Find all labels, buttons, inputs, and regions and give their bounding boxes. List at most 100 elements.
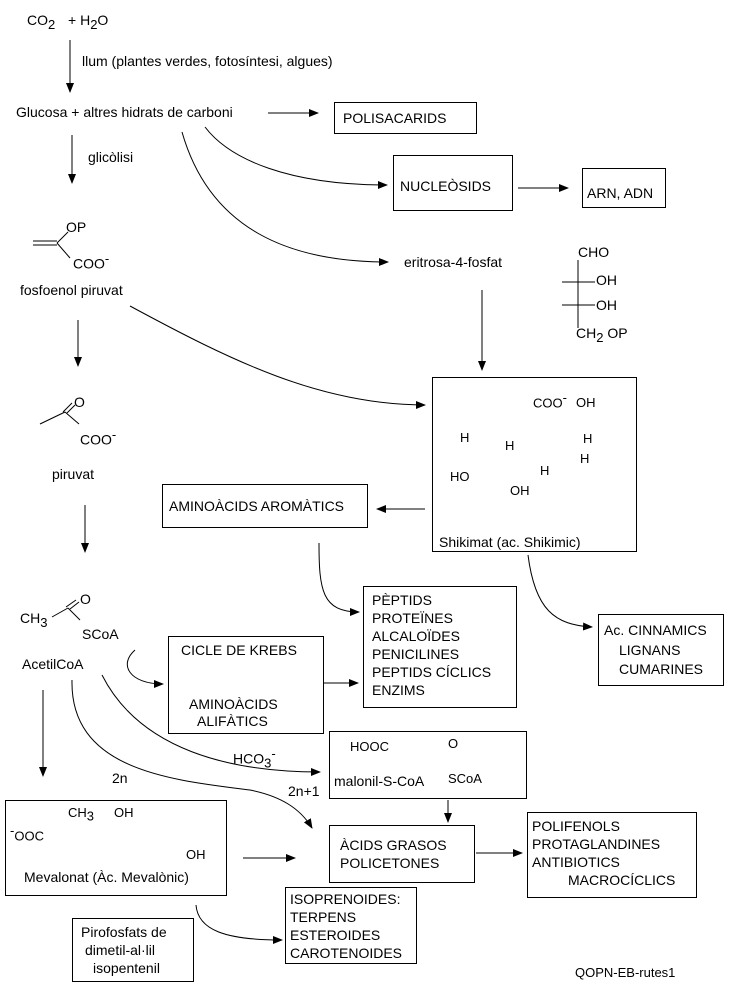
curve-acetil-krebs: [126, 649, 164, 688]
pyruvate-coo: COO-: [80, 427, 117, 448]
peptids-box: PÈPTIDS PROTEÏNES ALCALOÏDES PENICILINES…: [363, 586, 517, 708]
curve-pep-shikimat: [129, 305, 426, 409]
nucleosids-label: NUCLEÒSIDS: [400, 178, 492, 194]
malonil-hooc: HOOC: [350, 739, 389, 754]
h2o-label: + H2O: [68, 12, 109, 32]
curve-acetil-acids: [71, 679, 313, 829]
eritrosa-label: eritrosa-4-fosfat: [404, 254, 503, 270]
curve-glucosa-nucleosids: [204, 126, 388, 189]
acids-line-1: POLICETONES: [340, 855, 440, 871]
footer-label: QOPN-EB-rutes1: [575, 965, 676, 980]
shik-h1: H: [460, 430, 470, 445]
polifenols-line-0: POLIFENOLS: [532, 818, 620, 834]
mev-ch3: CH3: [68, 805, 95, 824]
pep-coo: COO-: [73, 251, 110, 272]
pep-op: OP: [66, 219, 87, 235]
malonil-o: O: [448, 736, 459, 751]
pirofosfats-line-0: Pirofosfats de: [81, 924, 167, 940]
mevalonat-box: -OOC CH3 OH OH Mevalonat (Àc. Mevalònic): [5, 800, 227, 896]
two-n1-label: 2n+1: [288, 783, 320, 799]
cinnamics-line-0: Ac. CINNAMICS: [604, 622, 707, 638]
peptids-line-5: ENZIMS: [372, 682, 425, 698]
curve-mevalonat-isoprenoides: [195, 904, 283, 944]
polifenols-line-3: MACROCÍCLICS: [568, 872, 676, 888]
krebs-line-1: ALIFÀTICS: [197, 713, 268, 729]
acoa-ch3: CH3: [20, 610, 48, 630]
malonil-scoa: SCoA: [448, 771, 482, 786]
nucleosids-box: NUCLEÒSIDS: [393, 155, 513, 211]
krebs-line-0: AMINOÀCIDS: [189, 696, 278, 712]
acetylcoa-structure: [51, 599, 81, 621]
acoa-scoa: SCoA: [82, 626, 119, 642]
hco3-label: HCO3-: [233, 746, 276, 771]
shik-h4: H: [580, 451, 590, 466]
curve-glucosa-eritrosa: [181, 131, 389, 266]
mev-oh2: OH: [186, 847, 206, 862]
cinnamics-line-1: LIGNANS: [619, 642, 681, 658]
shik-h3: H: [583, 431, 593, 446]
cinnamics-box: Ac. CINNAMICS LIGNANS CUMARINES: [598, 614, 724, 686]
polifenols-box: POLIFENOLS PROTAGLANDINES ANTIBIOTICS MA…: [527, 812, 697, 898]
acids-line-0: ÀCIDS GRASOS: [340, 837, 447, 853]
arn-adn-box: ARN, ADN: [582, 168, 666, 208]
e4p-cho: CHO: [578, 244, 610, 260]
shik-coo: COO-: [533, 390, 567, 411]
pirofosfats-box: Pirofosfats de dimetil-al·lil isopenteni…: [72, 918, 194, 982]
glucosa-label: Glucosa + altres hidrats de carboni: [16, 104, 233, 120]
polisacarids-label: POLISACARIDS: [343, 110, 447, 126]
shik-oh-top: OH: [576, 395, 596, 410]
acoa-o: O: [80, 591, 91, 607]
isoprenoides-line-3: CAROTENOIDES: [290, 945, 403, 961]
pep-structure: [33, 231, 71, 259]
glicolisi-label: glicòlisi: [88, 149, 134, 165]
krebs-title: CICLE DE KREBS: [181, 642, 297, 658]
isoprenoides-box: ISOPRENOIDES: TERPENS ESTEROIDES CAROTEN…: [285, 887, 417, 964]
shik-h2: H: [505, 438, 515, 453]
malonil-box: HOOC O SCoA malonil-S-CoA: [329, 731, 527, 799]
e4p-oh1: OH: [596, 272, 617, 288]
acetilcoa-label: AcetilCoA: [22, 656, 84, 672]
isoprenoides-line-0: ISOPRENOIDES:: [290, 891, 401, 907]
mevalonat-label: Mevalonat (Àc. Mevalònic): [24, 869, 189, 885]
pirofosfats-line-1: dimetil-al·lil: [85, 942, 156, 958]
shik-ho: HO: [450, 469, 470, 484]
curve-acetil-malonil: [101, 674, 321, 776]
peptids-line-1: PROTEÏNES: [372, 610, 453, 626]
polifenols-line-1: PROTAGLANDINES: [532, 836, 661, 852]
pyruvate-structure: [39, 402, 80, 425]
pirofosfats-line-2: isopentenil: [93, 960, 160, 976]
e4p-oh2: OH: [596, 297, 617, 313]
peptids-line-2: ALCALOÏDES: [372, 628, 460, 644]
isoprenoides-line-1: TERPENS: [290, 909, 357, 925]
aromatics-box: AMINOÀCIDS AROMÀTICS: [162, 484, 368, 528]
two-n-label: 2n: [112, 770, 128, 786]
shik-h5: H: [540, 463, 550, 478]
curve-shikimat-cinnamics: [527, 554, 593, 631]
krebs-box: CICLE DE KREBS AMINOÀCIDS ALIFÀTICS: [168, 636, 324, 734]
co2-label: CO2: [27, 12, 56, 32]
llum-label: llum (plantes verdes, fotosíntesi, algue…: [82, 53, 333, 69]
cinnamics-line-2: CUMARINES: [619, 661, 704, 677]
piruvat-label: piruvat: [52, 466, 95, 482]
pyruvate-o: O: [74, 394, 85, 410]
shikimat-label: Shikimat (ac. Shikimic): [439, 534, 581, 550]
peptids-line-4: PEPTIDS CÍCLICS: [372, 664, 492, 680]
polisacarids-box: POLISACARIDS: [334, 102, 477, 134]
peptids-line-3: PENICILINES: [372, 646, 460, 662]
shikimat-box: Shikimat (ac. Shikimic): [432, 377, 637, 552]
aromatics-label: AMINOÀCIDS AROMÀTICS: [169, 498, 345, 514]
mev-ooc: -OOC: [10, 823, 44, 844]
polifenols-line-2: ANTIBIOTICS: [532, 854, 620, 870]
e4p-structure: [562, 260, 595, 328]
acids-grasos-box: ÀCIDS GRASOS POLICETONES: [329, 825, 475, 883]
arn-adn-label: ARN, ADN: [587, 185, 654, 201]
curve-aromatics-peptids: [318, 542, 360, 616]
mev-oh1: OH: [114, 805, 134, 820]
shik-oh-bottom: OH: [510, 483, 530, 498]
isoprenoides-line-2: ESTEROIDES: [290, 927, 381, 943]
fosfoenol-label: fosfoenol piruvat: [20, 282, 123, 298]
e4p-ch2op: CH2 OP: [576, 325, 628, 345]
peptids-line-0: PÈPTIDS: [372, 592, 432, 608]
malonil-label: malonil-S-CoA: [334, 773, 425, 789]
